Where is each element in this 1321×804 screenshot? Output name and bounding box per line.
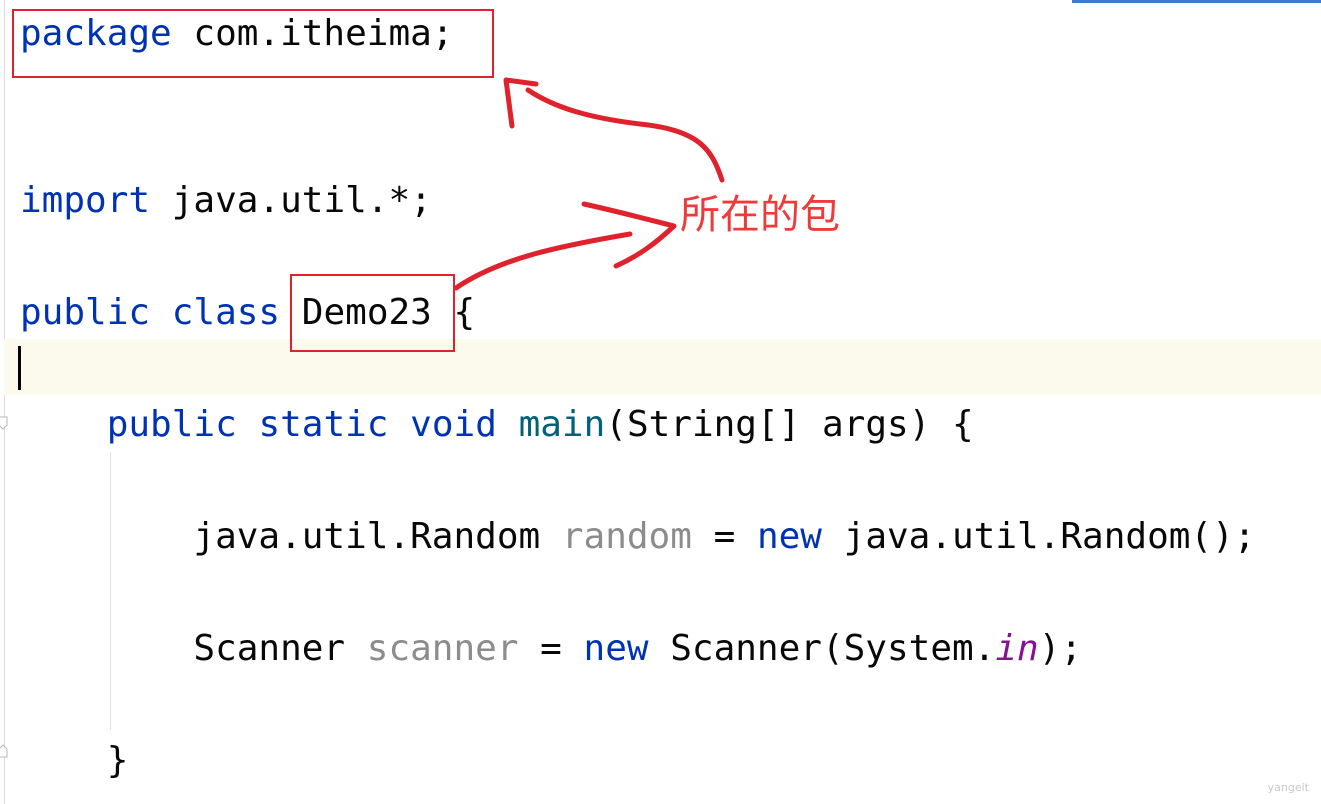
fold-marker-icon[interactable] xyxy=(0,744,10,758)
variable-name: scanner xyxy=(366,628,519,669)
class-name-highlight-box xyxy=(290,274,455,352)
code-line-class[interactable]: public class Demo23 { xyxy=(20,291,475,335)
code-line-scanner[interactable]: Scanner scanner = new Scanner(System.in)… xyxy=(20,627,1082,671)
fold-marker-icon[interactable] xyxy=(0,416,10,430)
keyword: public xyxy=(20,292,151,333)
static-field: in xyxy=(995,628,1039,669)
keyword: class xyxy=(171,292,281,333)
operator: = xyxy=(518,628,584,669)
keyword: new xyxy=(583,628,649,669)
method-name: main xyxy=(518,404,606,445)
code-line-close-brace[interactable]: } xyxy=(20,739,129,783)
code-text: Scanner(System. xyxy=(648,628,996,669)
arrow-to-package xyxy=(525,87,725,183)
current-line-highlight xyxy=(4,339,1321,395)
code-text: java.util.Random(); xyxy=(821,516,1256,557)
package-annotation-label: 所在的包 xyxy=(680,192,840,238)
package-highlight-box xyxy=(12,9,494,78)
arrow-head-icon xyxy=(503,77,539,129)
keyword: import xyxy=(20,180,151,221)
keyword: public xyxy=(106,404,237,445)
code-line-random[interactable]: java.util.Random random = new java.util.… xyxy=(20,515,1255,559)
variable-name: random xyxy=(561,516,692,557)
keyword: new xyxy=(756,516,822,557)
keyword: static xyxy=(258,404,389,445)
closing-brace: } xyxy=(106,740,129,781)
type-name: java.util.Random xyxy=(193,516,562,557)
arrow-to-class xyxy=(453,231,633,291)
code-text: com.itheima; xyxy=(171,13,454,54)
operator: = xyxy=(691,516,757,557)
keyword: package xyxy=(20,13,172,54)
text-caret xyxy=(18,346,21,390)
class-name: Demo23 xyxy=(301,292,432,333)
code-line-package[interactable]: package com.itheima; xyxy=(20,12,453,56)
code-line-import[interactable]: import java.util.*; xyxy=(20,179,432,223)
keyword: void xyxy=(410,404,497,445)
type-name: Scanner xyxy=(193,628,367,669)
watermark: yangeit xyxy=(1267,781,1309,794)
indent-guide xyxy=(110,452,111,730)
code-line-main[interactable]: public static void main(String[] args) { xyxy=(20,403,974,447)
editor-gutter xyxy=(0,0,5,804)
code-text: java.util.*; xyxy=(150,180,432,221)
code-text: ); xyxy=(1038,628,1083,669)
code-text: (String[] args) { xyxy=(605,404,974,445)
editor-tab-indicator xyxy=(1072,0,1321,3)
arrow-head-icon xyxy=(581,201,677,269)
code-text: { xyxy=(431,292,476,333)
